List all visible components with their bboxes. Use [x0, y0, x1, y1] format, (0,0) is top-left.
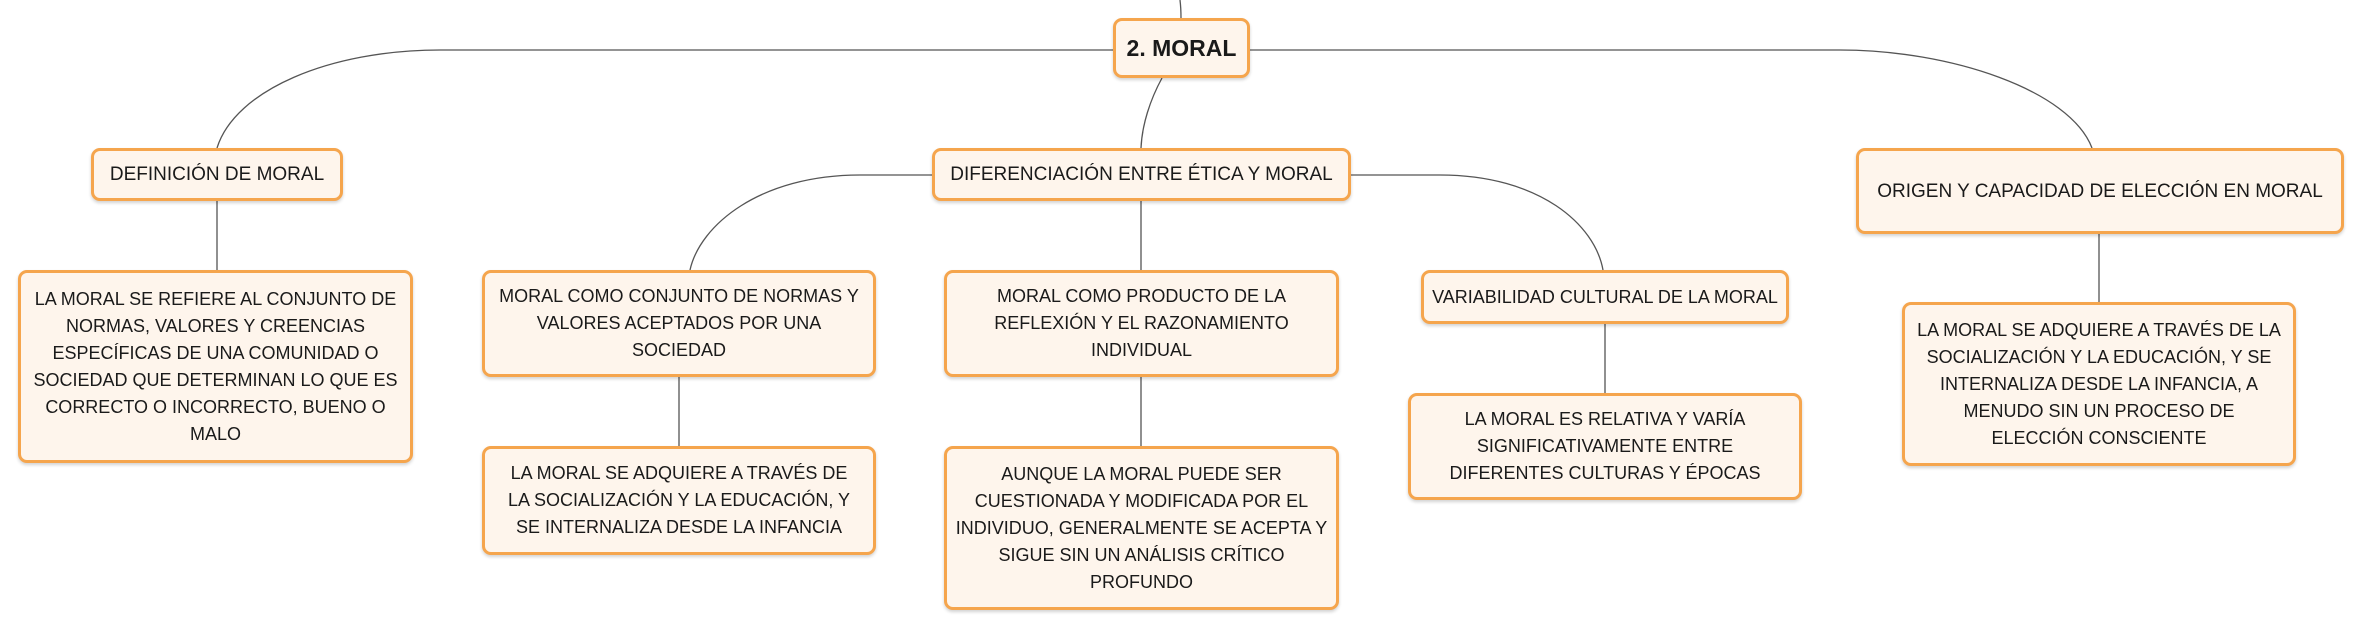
- connector-root-diferenciacion: [1140, 77, 1163, 149]
- node-text: AUNQUE LA MORAL PUEDE SER CUESTIONADA Y …: [955, 463, 1328, 592]
- node-text: LA MORAL SE ADQUIERE A TRAVÉS DE LA SOCI…: [1917, 319, 2281, 448]
- node-moral-normas-valores[interactable]: MORAL COMO CONJUNTO DE NORMAS Y VALORES …: [482, 270, 876, 377]
- root-node-label: 2. MORAL: [1126, 34, 1237, 61]
- node-normas-detail[interactable]: LA MORAL SE ADQUIERE A TRAVÉS DE LA SOCI…: [482, 446, 876, 555]
- node-definicion-detail[interactable]: LA MORAL SE REFIERE AL CONJUNTO DE NORMA…: [18, 270, 413, 463]
- connector-root-definicion: [216, 49, 1113, 149]
- node-label: ORIGEN Y CAPACIDAD DE ELECCIÓN EN MORAL: [1877, 180, 2323, 202]
- connector-root-origen: [1250, 49, 2093, 149]
- node-label: DEFINICIÓN DE MORAL: [109, 164, 325, 185]
- root-node-moral[interactable]: 2. MORAL: [1113, 18, 1250, 78]
- node-text: LA MORAL SE REFIERE AL CONJUNTO DE NORMA…: [33, 288, 398, 444]
- node-reflexion-detail[interactable]: AUNQUE LA MORAL PUEDE SER CUESTIONADA Y …: [944, 446, 1339, 610]
- node-origen-capacidad-eleccion[interactable]: ORIGEN Y CAPACIDAD DE ELECCIÓN EN MORAL: [1856, 148, 2344, 234]
- connector-diferenciacion-normas: [689, 174, 932, 271]
- node-text: MORAL COMO PRODUCTO DE LA REFLEXIÓN Y EL…: [994, 286, 1289, 360]
- connector-diferenciacion-variabilidad: [1351, 174, 1604, 271]
- node-origen-detail[interactable]: LA MORAL SE ADQUIERE A TRAVÉS DE LA SOCI…: [1902, 302, 2296, 466]
- node-text: LA MORAL ES RELATIVA Y VARÍA SIGNIFICATI…: [1449, 409, 1761, 483]
- node-text: MORAL COMO CONJUNTO DE NORMAS Y VALORES …: [499, 286, 859, 360]
- node-moral-reflexion[interactable]: MORAL COMO PRODUCTO DE LA REFLEXIÓN Y EL…: [944, 270, 1339, 377]
- node-diferenciacion-etica-moral[interactable]: DIFERENCIACIÓN ENTRE ÉTICA Y MORAL: [932, 148, 1351, 201]
- connector-parent: [1179, 0, 1182, 19]
- node-text: LA MORAL SE ADQUIERE A TRAVÉS DE LA SOCI…: [507, 463, 851, 537]
- node-label: DIFERENCIACIÓN ENTRE ÉTICA Y MORAL: [950, 164, 1333, 185]
- node-variabilidad-detail[interactable]: LA MORAL ES RELATIVA Y VARÍA SIGNIFICATI…: [1408, 393, 1802, 500]
- node-definicion-de-moral[interactable]: DEFINICIÓN DE MORAL: [91, 148, 343, 201]
- node-variabilidad-cultural[interactable]: VARIABILIDAD CULTURAL DE LA MORAL: [1421, 270, 1789, 324]
- node-text: VARIABILIDAD CULTURAL DE LA MORAL: [1432, 286, 1778, 307]
